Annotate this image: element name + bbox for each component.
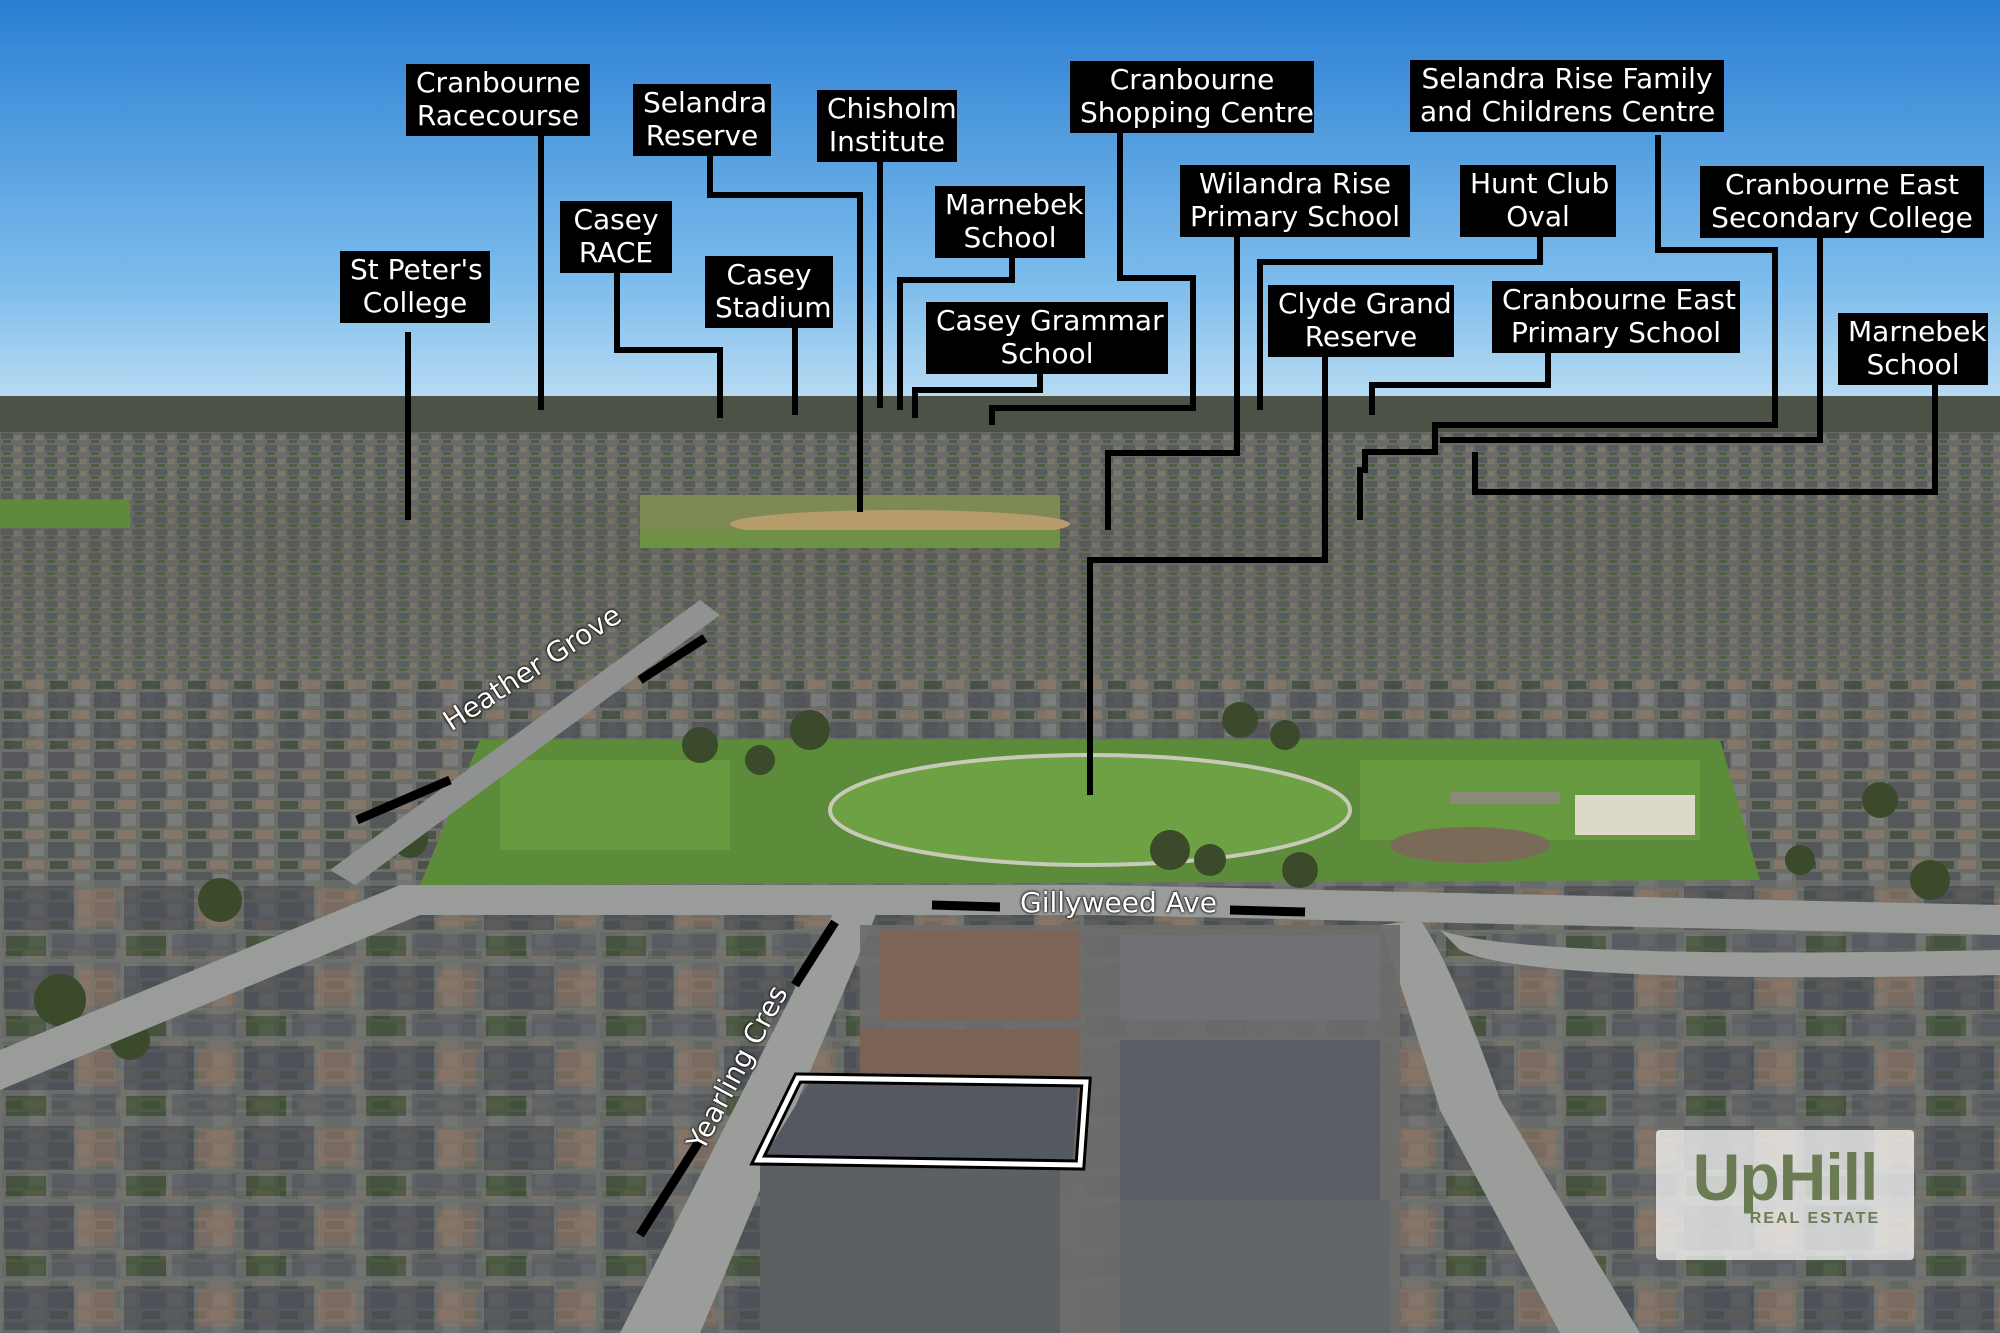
label-line: School (1000, 337, 1094, 370)
logo-tagline: REAL ESTATE (1749, 1210, 1881, 1227)
label-line: Wilandra Rise (1199, 167, 1391, 200)
label-line: Cranbourne (416, 66, 581, 99)
label-casey-stadium: Casey Stadium (705, 256, 833, 328)
label-line: School (963, 221, 1057, 254)
uphill-logo: UpHill REAL ESTATE (1656, 1130, 1914, 1260)
label-line: Racecourse (416, 99, 580, 132)
label-clyde-grand-reserve: Clyde Grand Reserve (1268, 285, 1454, 357)
label-line: RACE (578, 236, 654, 269)
label-casey-race: Casey RACE (560, 201, 672, 273)
label-cranbourne-east-secondary-college: Cranbourne East Secondary College (1700, 166, 1984, 238)
label-line: Institute (828, 125, 946, 158)
label-marnebek-school-1: Marnebek School (935, 186, 1085, 258)
label-line: Oval (1506, 200, 1570, 233)
label-line: Shopping Centre (1080, 96, 1315, 129)
logo-name: UpHill (1692, 1140, 1879, 1214)
label-line: Selandra Rise Family (1421, 62, 1713, 95)
label-line: Marnebek (1848, 315, 1987, 348)
label-casey-grammar-school: Casey Grammar School (926, 302, 1168, 374)
label-line: and Childrens Centre (1420, 95, 1716, 128)
label-cranbourne-shopping-centre: Cranbourne Shopping Centre (1070, 61, 1314, 133)
label-line: Clyde Grand (1278, 287, 1452, 320)
label-line: Selandra (643, 86, 768, 119)
label-st-peters-college: St Peter's College (340, 251, 490, 323)
label-hunt-club-oval: Hunt Club Oval (1460, 165, 1616, 237)
label-line: Primary School (1190, 200, 1401, 233)
label-line: Casey (726, 258, 812, 291)
label-line: Reserve (645, 119, 759, 152)
label-line: Cranbourne East (1502, 283, 1736, 316)
label-line: Casey Grammar (936, 304, 1164, 337)
label-line: Marnebek (945, 188, 1084, 221)
label-wilandra-rise-primary-school: Wilandra Rise Primary School (1180, 165, 1410, 237)
label-line: Stadium (715, 291, 832, 324)
label-selandra-reserve: Selandra Reserve (633, 84, 771, 156)
label-line: Chisholm (827, 92, 957, 125)
label-cranbourne-racecourse: Cranbourne Racecourse (406, 64, 590, 136)
label-line: Cranbourne (1109, 63, 1275, 96)
label-line: Primary School (1510, 316, 1722, 349)
label-line: Cranbourne East (1725, 168, 1959, 201)
label-line: Reserve (1304, 320, 1418, 353)
label-cranbourne-east-primary-school: Cranbourne East Primary School (1492, 281, 1740, 353)
label-marnebek-school-2: Marnebek School (1838, 313, 1988, 385)
label-line: Hunt Club (1470, 167, 1610, 200)
label-line: School (1866, 348, 1960, 381)
label-chisholm-institute: Chisholm Institute (817, 90, 957, 162)
label-line: St Peter's (350, 253, 483, 286)
label-line: Secondary College (1711, 201, 1973, 234)
label-selandra-rise-family-centre: Selandra Rise Family and Childrens Centr… (1410, 60, 1724, 132)
label-line: Casey (573, 203, 659, 236)
street-gillyweed-ave: Gillyweed Ave (1020, 886, 1217, 919)
label-line: College (362, 286, 468, 319)
